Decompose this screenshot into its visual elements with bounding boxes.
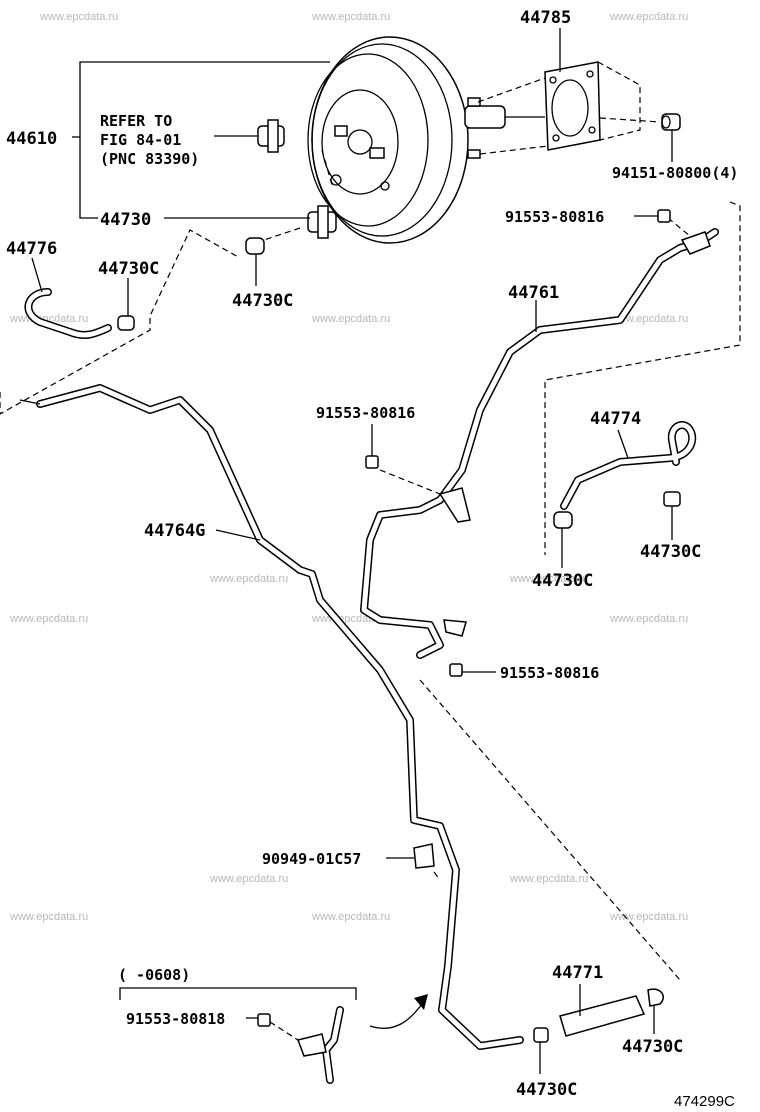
label-44730c-e: 44730C <box>622 1037 683 1057</box>
leader-bracket-44610 <box>72 61 333 219</box>
label-44730c-b: 44730C <box>232 291 293 311</box>
figure-id: 474299C <box>674 1093 735 1110</box>
watermark: www.epcdata.ru <box>9 911 88 923</box>
vacuum-fitting-44730 <box>257 205 337 243</box>
watermark: www.epcdata.ru <box>609 911 688 923</box>
refer-note-line1: REFER TO <box>100 112 172 130</box>
label-90949: 90949-01C57 <box>262 850 361 868</box>
label-44771: 44771 <box>552 963 603 983</box>
label-44730c-d: 44730C <box>532 571 593 591</box>
label-44774: 44774 <box>590 409 641 429</box>
hose-44776 <box>0 229 241 415</box>
watermark: www.epcdata.ru <box>39 11 118 23</box>
nut-94151 <box>661 113 681 162</box>
watermark: www.epcdata.ru <box>609 313 688 325</box>
label-44761: 44761 <box>508 283 559 303</box>
label-44610: 44610 <box>6 129 57 149</box>
label-91553-c: 91553-80816 <box>500 664 599 682</box>
watermark: www.epcdata.ru <box>311 911 390 923</box>
label-44730c-a: 44730C <box>98 259 159 279</box>
vacuum-pipe-44764g <box>19 384 681 1050</box>
range-detail <box>119 987 428 1084</box>
label-44730c-c: 44730C <box>640 542 701 562</box>
watermark: www.epcdata.ru <box>209 573 288 585</box>
refer-note-line3: (PNC 83390) <box>100 150 199 168</box>
bolts <box>246 209 671 1027</box>
watermark: www.epcdata.ru <box>311 313 390 325</box>
watermark: www.epcdata.ru <box>609 613 688 625</box>
label-91553-d: 91553-80818 <box>126 1010 225 1028</box>
refer-note-line2: FIG 84-01 <box>100 131 181 149</box>
vacuum-pipe-44761 <box>360 201 741 659</box>
label-44776: 44776 <box>6 239 57 259</box>
label-91553-b: 91553-80816 <box>316 404 415 422</box>
labels: 44785 44610 REFER TO FIG 84-01 (PNC 8339… <box>6 8 738 1110</box>
brake-booster <box>307 36 545 244</box>
label-44730c-f: 44730C <box>516 1080 577 1100</box>
hose-44774 <box>553 421 697 568</box>
label-44785: 44785 <box>520 8 571 28</box>
label-91553-a: 91553-80816 <box>505 208 604 226</box>
label-94151: 94151-80800(4) <box>612 164 738 182</box>
clamp-44730c-top <box>245 237 265 286</box>
label-44764g: 44764G <box>144 521 205 541</box>
check-valve <box>214 119 285 153</box>
hose-44771 <box>533 984 664 1074</box>
watermark: www.epcdata.ru <box>609 11 688 23</box>
booster-gasket-plate <box>477 61 661 155</box>
watermark: www.epcdata.ru <box>311 11 390 23</box>
label-44730: 44730 <box>100 210 151 230</box>
range-note: ( -0608) <box>118 966 190 984</box>
watermark: www.epcdata.ru <box>509 873 588 885</box>
watermark: www.epcdata.ru <box>9 613 88 625</box>
watermark: www.epcdata.ru <box>209 873 288 885</box>
watermark: www.epcdata.ru <box>509 573 588 585</box>
watermarks: www.epcdata.ru www.epcdata.ru www.epcdat… <box>9 11 688 923</box>
